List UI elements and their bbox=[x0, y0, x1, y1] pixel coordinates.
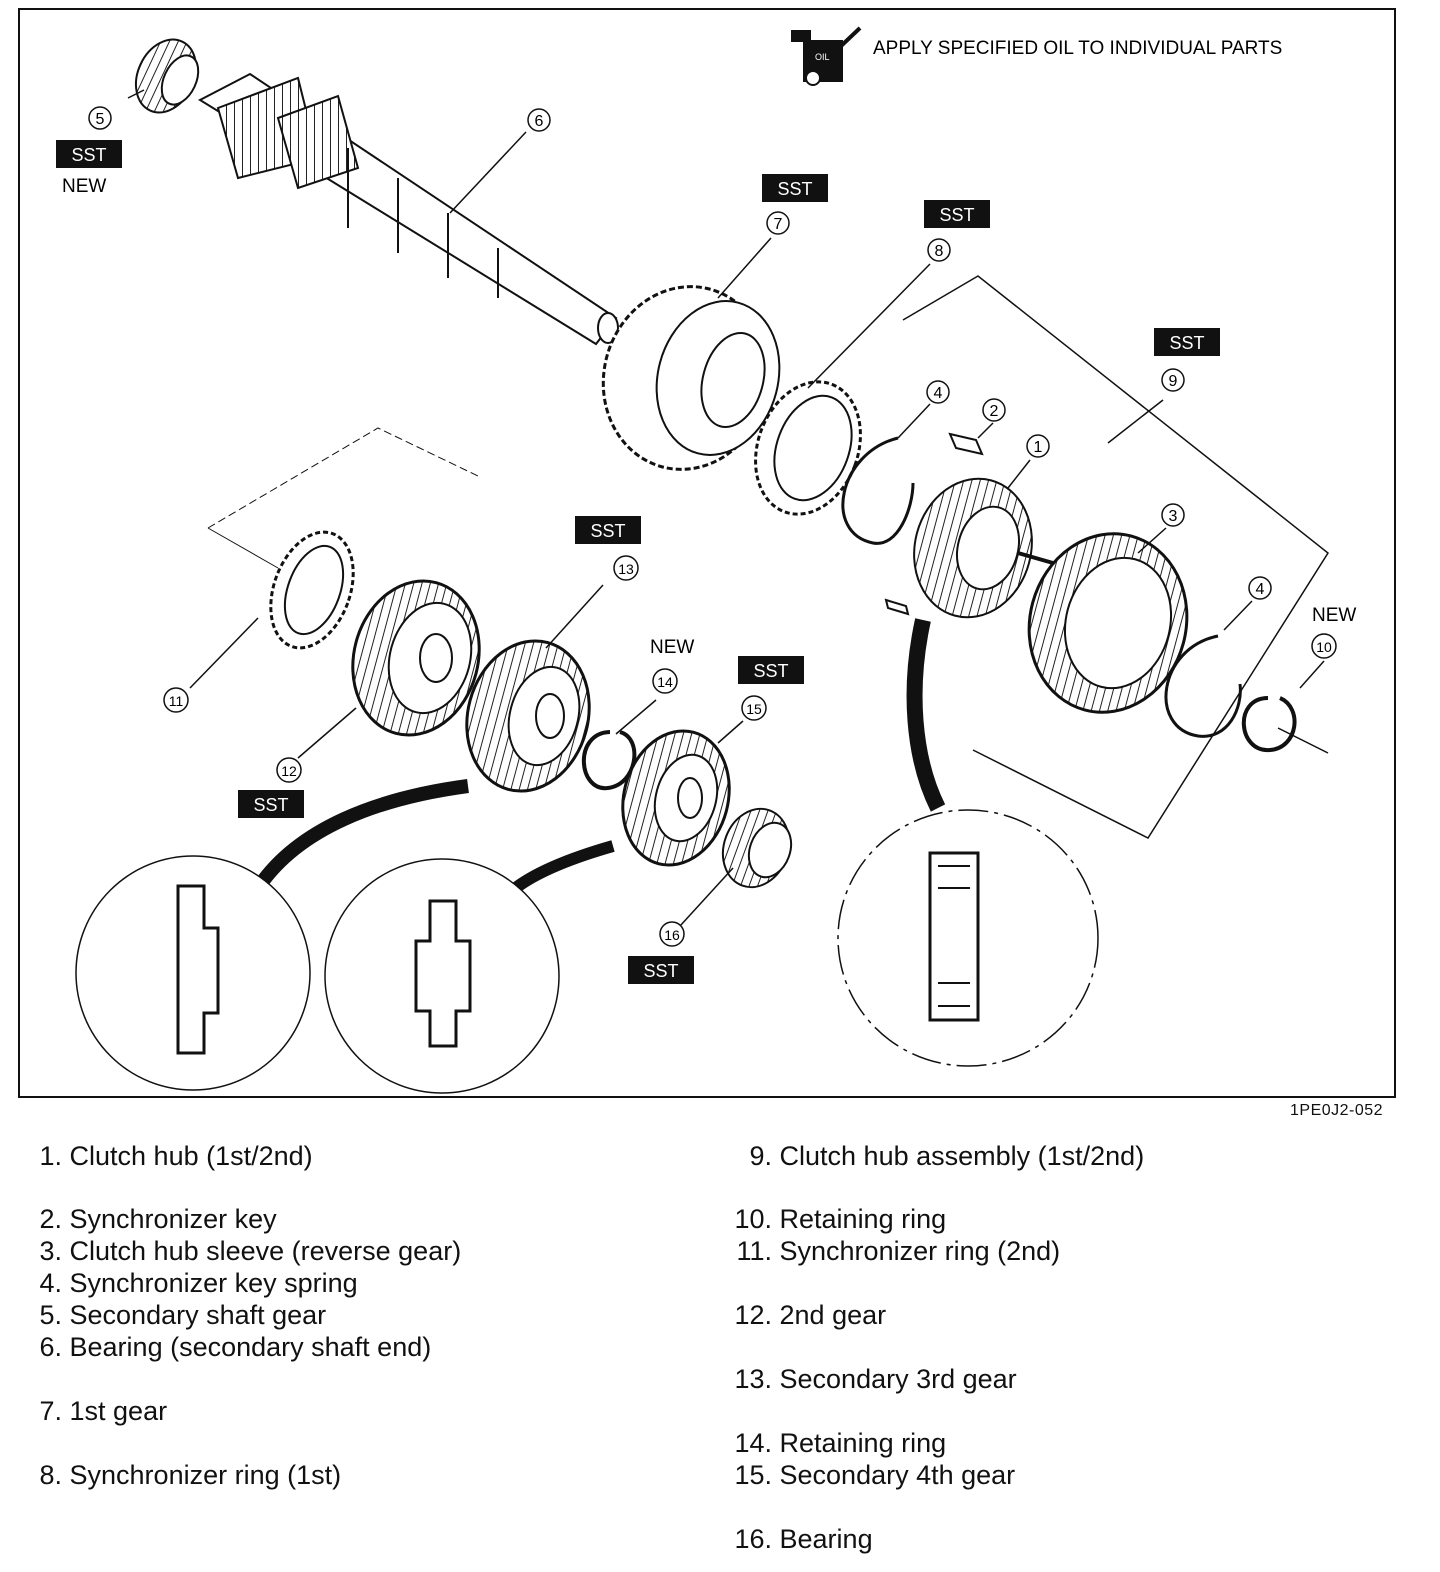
callout-marker-11: 11 bbox=[163, 687, 189, 713]
secondary-third-gear bbox=[465, 639, 591, 793]
synchronizer-key-spring-lower bbox=[1164, 634, 1242, 738]
callout-marker-1: 1 bbox=[1026, 434, 1050, 458]
sst-tag-6: SST bbox=[56, 140, 122, 168]
callout-number: 3 bbox=[1169, 508, 1178, 525]
new-label-14: NEW bbox=[650, 637, 694, 658]
callout-number: 10 bbox=[1316, 639, 1332, 655]
callout-number: 6 bbox=[535, 113, 544, 130]
callout-marker-15: 15 bbox=[741, 695, 767, 721]
callout-marker-7: 7 bbox=[766, 211, 790, 235]
new-label-10: NEW bbox=[1312, 605, 1356, 626]
new-label-6: NEW bbox=[62, 176, 106, 197]
callout-number: 4 bbox=[934, 385, 943, 402]
detail-view-3 bbox=[837, 618, 1099, 1067]
callout-marker-2: 2 bbox=[982, 398, 1006, 422]
clutch-hub-sleeve bbox=[1027, 532, 1189, 714]
secondary-fourth-gear bbox=[621, 729, 731, 867]
diagram-frame bbox=[18, 8, 1396, 1098]
legend-item-5: 5. Secondary shaft gear bbox=[39, 1300, 327, 1330]
secondary-shaft-gear bbox=[197, 72, 619, 346]
sst-tag-9: SST bbox=[1154, 328, 1220, 356]
callout-number: 13 bbox=[618, 561, 634, 577]
callout-number: 1 bbox=[1034, 439, 1043, 456]
first-gear bbox=[601, 285, 781, 471]
legend-item-4: 4. Synchronizer key spring bbox=[39, 1268, 358, 1298]
callout-marker-10: 10 bbox=[1311, 633, 1337, 659]
retaining-ring-10 bbox=[1241, 696, 1297, 753]
callout-marker-4: 4 bbox=[1248, 576, 1272, 600]
guide-line bbox=[207, 427, 479, 529]
legend-item-14: 14. Retaining ring bbox=[734, 1428, 947, 1458]
legend-item-3: 3. Clutch hub sleeve (reverse gear) bbox=[39, 1236, 462, 1266]
detail-view-1 bbox=[75, 779, 469, 1091]
callout-number: 12 bbox=[281, 763, 297, 779]
svg-text:SST: SST bbox=[777, 179, 812, 199]
legend-item-6: 6. Bearing (secondary shaft end) bbox=[39, 1332, 432, 1362]
legend-item-8: 8. Synchronizer ring (1st) bbox=[39, 1460, 342, 1490]
callout-marker-6: 5 bbox=[88, 106, 112, 130]
svg-text:SST: SST bbox=[71, 145, 106, 165]
callout-marker-12: 12 bbox=[276, 757, 302, 783]
svg-text:SST: SST bbox=[753, 661, 788, 681]
synchronizer-ring-1st bbox=[754, 380, 862, 516]
legend-item-10: 10. Retaining ring bbox=[734, 1204, 947, 1234]
sst-tag-8: SST bbox=[924, 200, 990, 228]
leader-lines bbox=[127, 89, 1325, 927]
oil-can-icon: OIL bbox=[791, 26, 862, 86]
sst-tag-7: SST bbox=[762, 174, 828, 202]
callout-marker-14: 14 bbox=[652, 668, 678, 694]
callout-marker-5: 6 bbox=[527, 108, 551, 132]
synchronizer-key bbox=[948, 432, 984, 456]
sst-tag-15: SST bbox=[738, 656, 804, 684]
callout-number: 4 bbox=[1256, 581, 1265, 598]
callout-marker-9: 9 bbox=[1161, 368, 1185, 392]
sst-tag-16: SST bbox=[628, 956, 694, 984]
svg-text:SST: SST bbox=[253, 795, 288, 815]
callout-marker-8: 8 bbox=[927, 238, 951, 262]
sst-tag-12: SST bbox=[238, 790, 304, 818]
callout-number: 14 bbox=[657, 674, 673, 690]
legend-item-11: 11. Synchronizer ring (2nd) bbox=[736, 1236, 1061, 1266]
legend-item-9: 9. Clutch hub assembly (1st/2nd) bbox=[749, 1141, 1145, 1171]
callout-marker-3: 3 bbox=[1161, 503, 1185, 527]
legend-item-16: 16. Bearing bbox=[734, 1524, 873, 1554]
bearing bbox=[721, 807, 793, 889]
legend-item-15: 15. Secondary 4th gear bbox=[734, 1460, 1016, 1490]
exploded-gear-diagram: OIL APPLY SPECIFIED OIL TO INDIVIDUAL PA… bbox=[18, 8, 1396, 1098]
svg-text:SST: SST bbox=[939, 205, 974, 225]
svg-text:SST: SST bbox=[590, 521, 625, 541]
figure-id: 1PE0J2-052 bbox=[1290, 1102, 1384, 1119]
synchronizer-key-spring-upper bbox=[841, 436, 915, 545]
synchronizer-ring-2nd bbox=[269, 530, 355, 650]
clutch-hub-assembly-bracket bbox=[902, 275, 1329, 839]
sst-tag-13: SST bbox=[575, 516, 641, 544]
callout-marker-16: 16 bbox=[659, 921, 685, 947]
clutch-hub bbox=[884, 477, 1054, 619]
callout-number: 5 bbox=[96, 111, 105, 128]
oil-note-text: APPLY SPECIFIED OIL TO INDIVIDUAL PARTS bbox=[873, 38, 1282, 59]
legend-item-1: 1. Clutch hub (1st/2nd) bbox=[39, 1141, 313, 1171]
callout-number: 16 bbox=[664, 927, 680, 943]
retaining-ring-14 bbox=[581, 730, 637, 791]
legend-item-2: 2. Synchronizer key bbox=[39, 1204, 277, 1234]
callout-number: 15 bbox=[746, 701, 762, 717]
legend-item-7: 7. 1st gear bbox=[39, 1396, 168, 1426]
svg-text:SST: SST bbox=[1169, 333, 1204, 353]
second-gear bbox=[351, 579, 481, 737]
oil-icon-text: OIL bbox=[815, 52, 830, 62]
svg-text:SST: SST bbox=[643, 961, 678, 981]
callout-number: 9 bbox=[1169, 373, 1178, 390]
bearing-secondary-shaft-end bbox=[134, 38, 200, 114]
callout-marker-4: 4 bbox=[926, 380, 950, 404]
callout-number: 11 bbox=[169, 693, 184, 709]
callout-number: 2 bbox=[990, 403, 999, 420]
legend-item-12: 12. 2nd gear bbox=[734, 1300, 887, 1330]
callout-marker-13: 13 bbox=[613, 555, 639, 581]
legend-item-13: 13. Secondary 3rd gear bbox=[734, 1364, 1017, 1394]
detail-view-2 bbox=[324, 840, 615, 1094]
callout-number: 8 bbox=[935, 243, 944, 260]
callout-number: 7 bbox=[774, 216, 783, 233]
